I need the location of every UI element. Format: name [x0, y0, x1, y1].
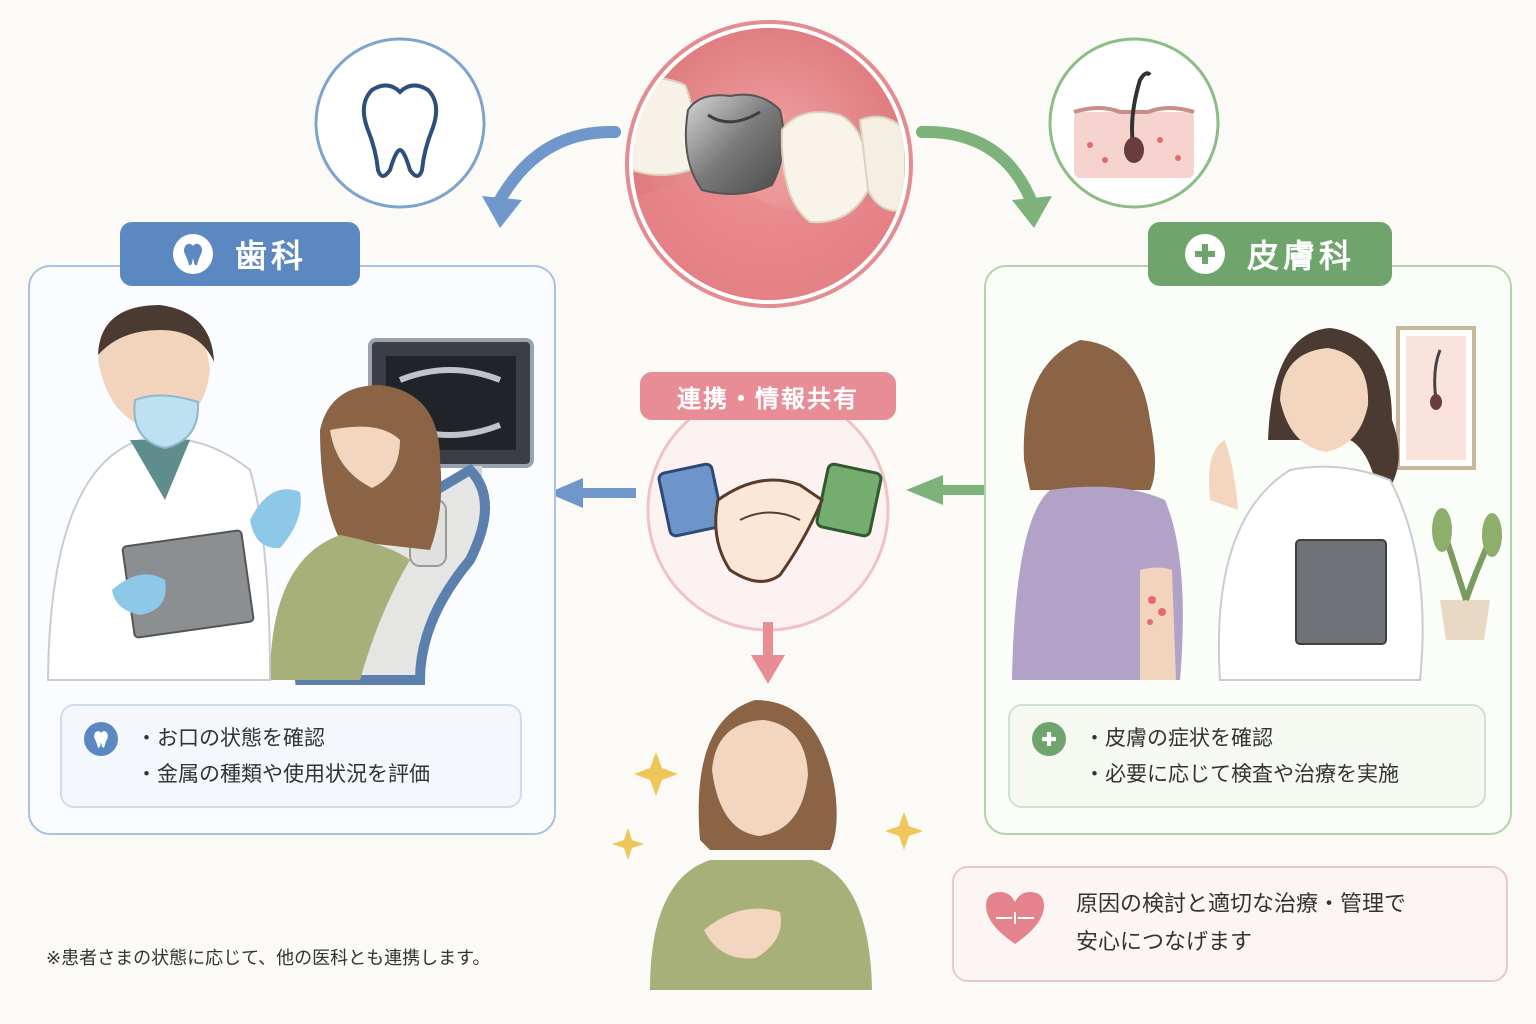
result-line: 安心につなげます — [1076, 930, 1253, 955]
dermatology-info-box: ・皮膚の症状を確認 ・必要に応じて検査や治療を実施 — [1008, 704, 1486, 808]
plus-icon — [1032, 722, 1066, 756]
dermatology-item: ・皮膚の症状を確認 — [1084, 726, 1273, 750]
dermatology-title: 皮膚科 — [1246, 237, 1355, 275]
dental-item: ・お口の状態を確認 — [136, 726, 325, 750]
handshake-icon — [646, 388, 890, 632]
plus-icon — [1184, 234, 1225, 274]
dental-item: ・金属の種類や使用状況を評価 — [136, 762, 430, 786]
sparkle-icon — [612, 752, 923, 860]
dermatology-title-tag: 皮膚科 — [1148, 222, 1392, 286]
arrow-to-dental — [494, 125, 621, 206]
arrow-to-derma — [916, 125, 1036, 204]
metal-crown-tooth-icon — [625, 20, 913, 308]
collaboration-label: 連携・情報共有 — [640, 372, 896, 420]
result-box: 原因の検討と適切な治療・管理で 安心につなげます — [952, 866, 1508, 982]
tooth-icon — [314, 37, 486, 209]
skin-hair-follicle-icon — [1048, 37, 1220, 209]
tooth-icon — [84, 722, 118, 756]
tooth-icon — [172, 234, 213, 274]
relieved-patient-illustration — [650, 700, 872, 990]
dental-title: 歯科 — [234, 237, 307, 275]
dental-title-tag: 歯科 — [120, 222, 360, 286]
dermatology-item: ・必要に応じて検査や治療を実施 — [1084, 762, 1399, 786]
footnote: ※患者さまの状態に応じて、他の医科とも連携します。 — [46, 948, 491, 969]
heart-icon — [982, 888, 1048, 961]
result-line: 原因の検討と適切な治療・管理で — [1076, 892, 1407, 917]
dental-info-box: ・お口の状態を確認 ・金属の種類や使用状況を評価 — [60, 704, 522, 808]
